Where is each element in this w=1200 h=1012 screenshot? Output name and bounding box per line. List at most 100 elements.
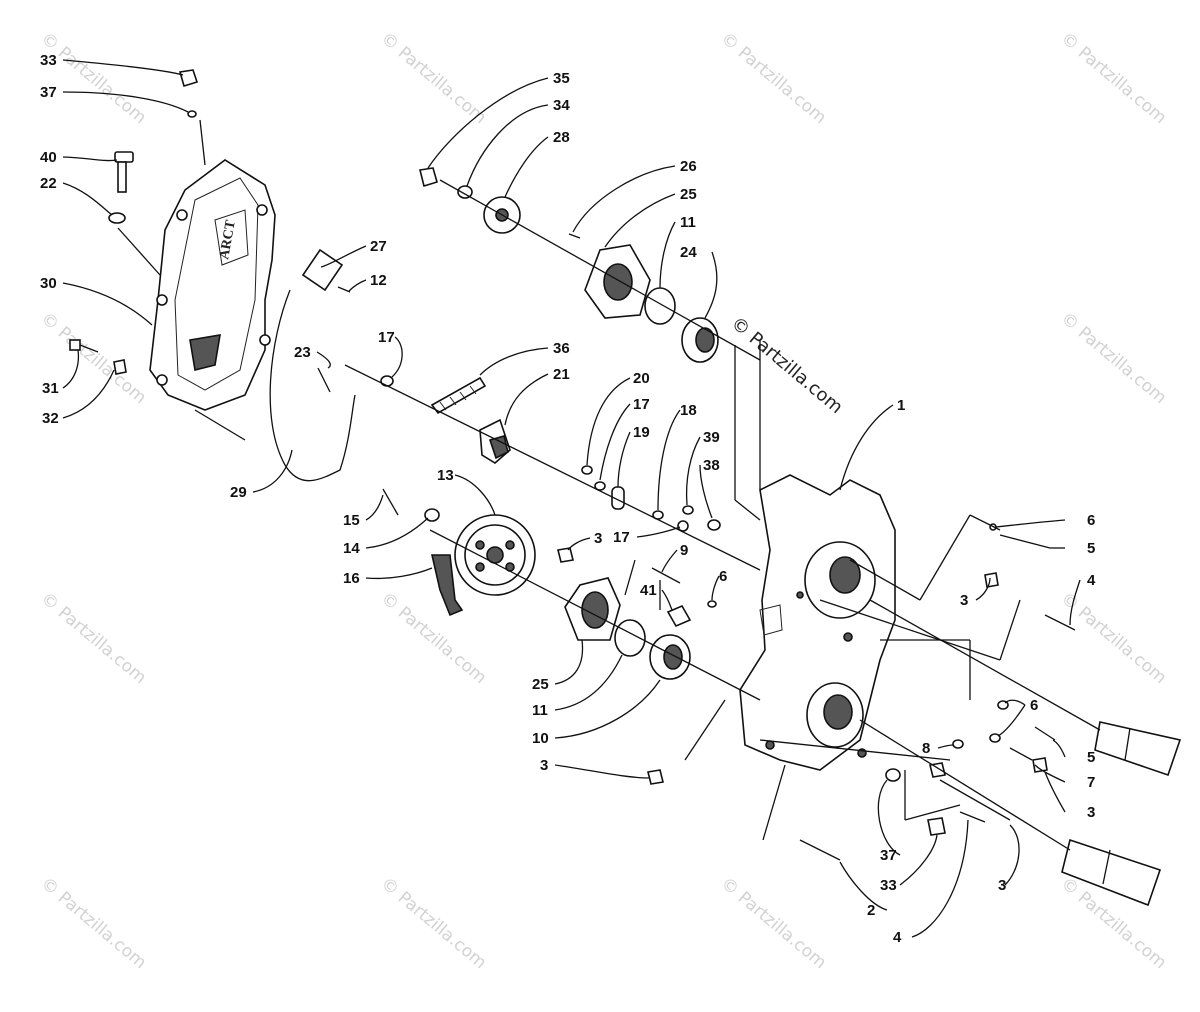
callout-3: 3 (960, 592, 968, 609)
callout-34: 34 (553, 97, 570, 114)
bearing-24 (681, 317, 719, 363)
bolt-5 (999, 534, 1051, 549)
o-ring-22 (108, 212, 126, 224)
snap-ring-11 (644, 287, 676, 325)
callout-6: 6 (1030, 697, 1038, 714)
washer-37 (885, 768, 901, 782)
callout-25: 25 (680, 186, 697, 203)
callout-17: 17 (613, 529, 630, 546)
washer-34 (457, 185, 473, 199)
bearing-flange-25-lower (564, 577, 621, 641)
adjuster-bolt-36 (430, 376, 487, 415)
watermark: © Partzilla.com (717, 29, 830, 129)
watermark: © Partzilla.com (37, 29, 150, 129)
shaft-upper (1094, 721, 1182, 777)
nut-20 (581, 465, 593, 475)
callout-5: 5 (1087, 540, 1095, 557)
callout-4: 4 (893, 929, 902, 946)
watermark: © Partzilla.com (717, 874, 830, 974)
callout-15: 15 (343, 512, 360, 529)
callout-31: 31 (42, 380, 59, 397)
callout-29: 29 (230, 484, 247, 501)
leader-lines (62, 59, 1081, 938)
nut-3 (1032, 757, 1048, 773)
callout-17: 17 (378, 329, 395, 346)
callout-21: 21 (553, 366, 570, 383)
callout-24: 24 (680, 244, 697, 261)
callout-3: 3 (1087, 804, 1095, 821)
bolt-15 (382, 488, 399, 516)
bearing-10 (649, 634, 691, 680)
watermark: © Partzilla.com (1057, 29, 1170, 129)
shaft-lower (1061, 838, 1162, 907)
callout-8: 8 (922, 740, 930, 757)
plug-40 (114, 151, 134, 193)
callout-6: 6 (719, 568, 727, 585)
watermark: © Partzilla.com (1057, 589, 1170, 689)
callout-11: 11 (680, 214, 696, 231)
callout-20: 20 (633, 370, 650, 387)
chain-case-cover: ARCT (149, 159, 276, 411)
bolt-4 (959, 811, 986, 823)
callout-18: 18 (680, 402, 697, 419)
large-sprocket-13 (454, 514, 536, 596)
callout-37: 37 (880, 847, 897, 864)
callout-labels: 33 37 40 22 30 31 32 29 23 27 12 17 36 2… (40, 52, 1096, 946)
nut-3 (557, 547, 574, 563)
pin-23 (317, 367, 331, 393)
callout-6: 6 (1087, 512, 1095, 529)
callout-16: 16 (343, 570, 360, 587)
callout-9: 9 (680, 542, 688, 559)
washer-8 (952, 739, 964, 749)
callout-37: 37 (40, 84, 57, 101)
cable-29 (269, 289, 356, 482)
watermark-layer: © Partzilla.com © Partzilla.com © Partzi… (37, 29, 1170, 974)
washer-37 (187, 110, 197, 118)
callout-40: 40 (40, 149, 57, 166)
callout-22: 22 (40, 175, 57, 192)
callout-12: 12 (370, 272, 387, 289)
callout-11: 11 (532, 702, 548, 719)
callout-41: 41 (640, 582, 657, 599)
callout-10: 10 (532, 730, 549, 747)
bolt-7 (1009, 747, 1033, 761)
tensioner-block-21 (479, 418, 511, 464)
callout-4: 4 (1087, 572, 1096, 589)
nut-3 (984, 572, 999, 588)
washer-39 (682, 505, 694, 515)
callout-35: 35 (553, 70, 570, 87)
washer-6 (707, 600, 717, 608)
nut-3 (647, 769, 664, 785)
plug-9 (651, 567, 681, 584)
callout-27: 27 (370, 238, 387, 255)
washer-14 (424, 508, 440, 522)
bolt-2 (799, 839, 841, 861)
nut-38 (707, 519, 721, 531)
nut-33 (178, 69, 199, 88)
bolt-4 (1044, 614, 1076, 631)
center-watermark: © Partzilla.com (727, 313, 847, 418)
svg-text:ARCT: ARCT (217, 218, 239, 260)
washer-17 (380, 375, 394, 387)
callout-3: 3 (998, 877, 1006, 894)
axis-lines (117, 119, 1101, 851)
callout-13: 13 (437, 467, 454, 484)
callout-3: 3 (540, 757, 548, 774)
chain-case-housing-1 (739, 474, 896, 771)
callout-1: 1 (897, 397, 905, 414)
watermark: © Partzilla.com (377, 589, 490, 689)
callout-33: 33 (880, 877, 897, 894)
watermark: © Partzilla.com (377, 874, 490, 974)
callout-32: 32 (42, 410, 59, 427)
screw-12 (337, 286, 351, 293)
callout-25: 25 (532, 676, 549, 693)
callout-38: 38 (703, 457, 720, 474)
callout-14: 14 (343, 540, 360, 557)
callout-30: 30 (40, 275, 57, 292)
screw-26 (568, 233, 581, 239)
callout-33: 33 (40, 52, 57, 69)
callout-2: 2 (867, 902, 875, 919)
callout-7: 7 (1087, 774, 1095, 791)
callout-17: 17 (633, 396, 650, 413)
chain-16 (430, 554, 464, 617)
